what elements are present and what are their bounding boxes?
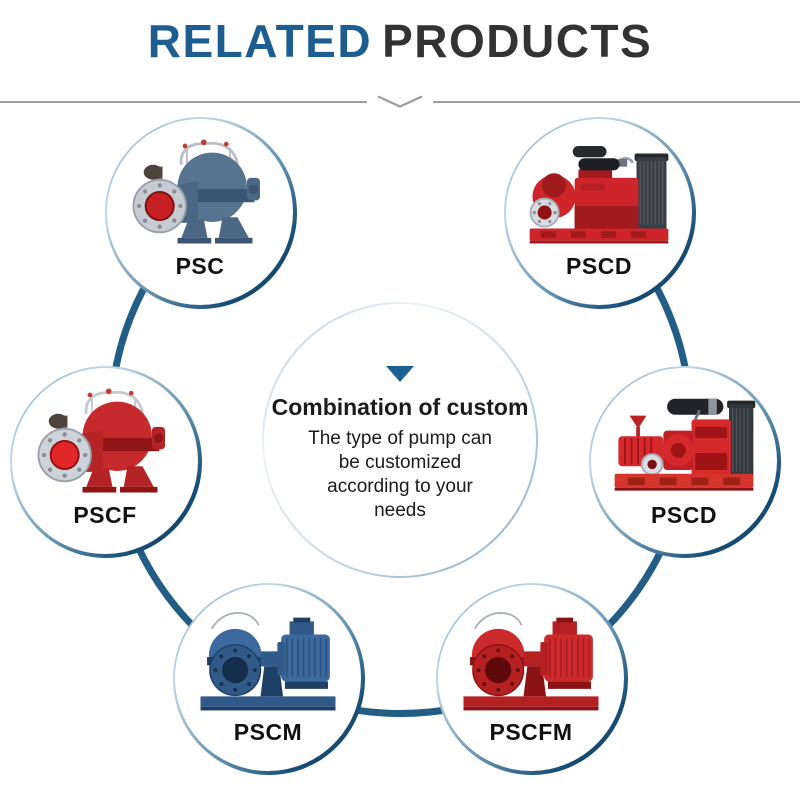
product-circle-psc[interactable]: PSC <box>105 117 297 309</box>
product-circle-pscm[interactable]: PSCM <box>173 583 365 775</box>
product-label: PSCF <box>73 502 137 528</box>
center-circle: Combination of custom The type of pump c… <box>262 302 538 578</box>
title-divider <box>0 93 800 111</box>
divider-line-left <box>0 101 367 103</box>
product-label: PSC <box>175 253 225 279</box>
center-description: The type of pump can be customized accor… <box>308 428 492 521</box>
title-products: PRODUCTS <box>382 15 653 67</box>
pscd-multistage-pump-image <box>614 398 756 491</box>
pscd-diesel-pump-image <box>529 146 669 244</box>
product-circle-pscd-top[interactable]: PSCD <box>504 117 696 309</box>
product-circle-pscfm[interactable]: PSCFM <box>436 583 628 775</box>
product-label: PSCD <box>651 502 717 528</box>
pscfm-motor-pump-image <box>463 612 599 711</box>
pscf-pump-image <box>37 388 165 493</box>
product-label: PSCM <box>233 719 303 745</box>
product-circle-pscd-right[interactable]: PSCD <box>589 366 781 558</box>
center-heading: Combination of custom <box>271 394 529 420</box>
triangle-down-icon <box>386 366 414 382</box>
divider-line-right <box>433 101 800 103</box>
product-label: PSCD <box>566 253 632 279</box>
chevron-down-icon <box>377 95 423 108</box>
product-circle-pscf[interactable]: PSCF <box>10 366 202 558</box>
product-label: PSCFM <box>489 719 573 745</box>
psc-pump-image <box>132 139 260 244</box>
title-related: RELATED <box>147 15 373 67</box>
pscm-motor-pump-image <box>200 612 336 711</box>
